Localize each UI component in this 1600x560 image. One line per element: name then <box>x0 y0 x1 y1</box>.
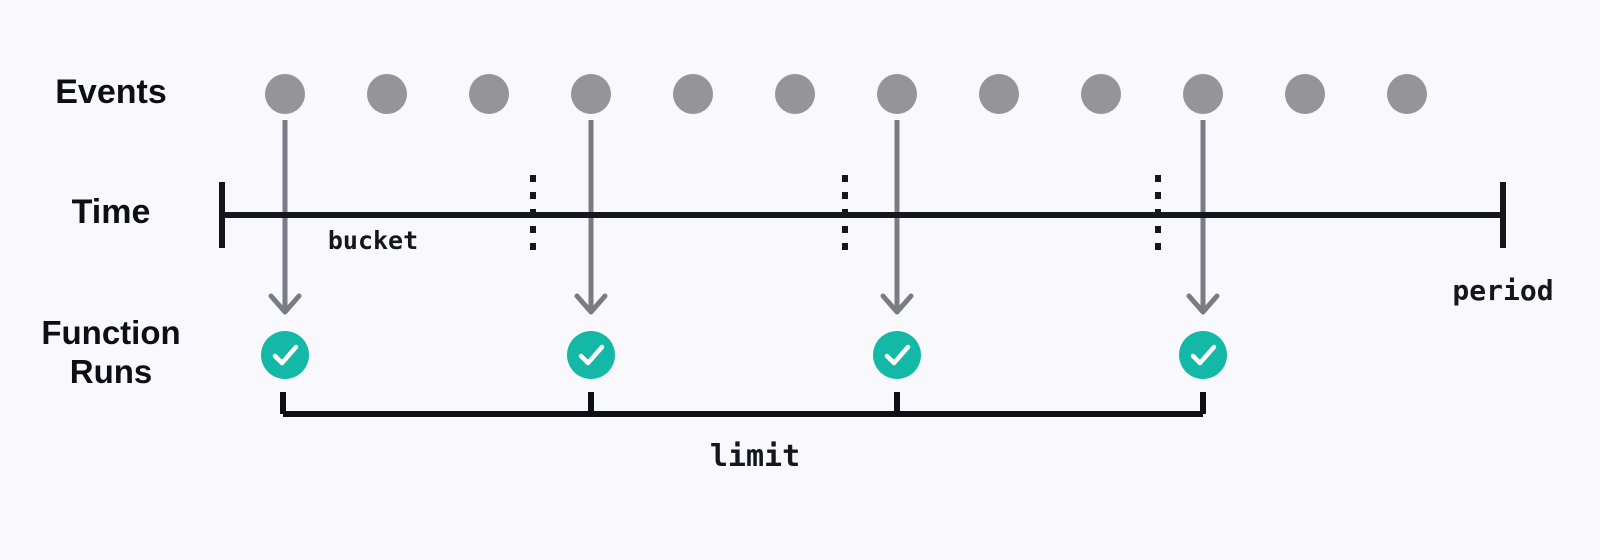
function-run-circle <box>873 331 921 379</box>
event-dot <box>1183 74 1223 114</box>
row-label-events: Events <box>55 73 167 111</box>
annotation-limit-label: limit <box>709 439 801 474</box>
check-icon <box>578 344 605 366</box>
event-dot-group <box>265 74 1427 114</box>
annotation-period-label: period <box>1452 274 1554 307</box>
function-run-circle <box>1179 331 1227 379</box>
function-run-circle <box>261 331 309 379</box>
bucket-divider-group <box>530 175 1161 255</box>
trigger-arrow-head-icon <box>574 293 608 315</box>
time-axis-group <box>219 182 1506 248</box>
check-icon <box>1190 344 1217 366</box>
event-dot <box>979 74 1019 114</box>
annotation-bucket-label: bucket <box>327 226 419 255</box>
row-label-time: Time <box>71 193 151 231</box>
event-dot <box>877 74 917 114</box>
event-dot <box>1285 74 1325 114</box>
trigger-arrow-head-icon <box>880 293 914 315</box>
event-dot <box>367 74 407 114</box>
event-dot <box>469 74 509 114</box>
check-icon <box>272 344 299 366</box>
event-dot <box>1387 74 1427 114</box>
event-dot <box>265 74 305 114</box>
limit-bracket-group <box>280 392 1206 417</box>
event-dot <box>1081 74 1121 114</box>
event-dot <box>571 74 611 114</box>
event-dot <box>673 74 713 114</box>
function-run-group <box>261 331 1227 379</box>
function-run-circle <box>567 331 615 379</box>
check-icon <box>884 344 911 366</box>
trigger-arrow-head-icon <box>268 293 302 315</box>
event-dot <box>775 74 815 114</box>
row-label-function-runs: Function Runs <box>41 314 181 390</box>
trigger-arrow-head-icon <box>1186 293 1220 315</box>
